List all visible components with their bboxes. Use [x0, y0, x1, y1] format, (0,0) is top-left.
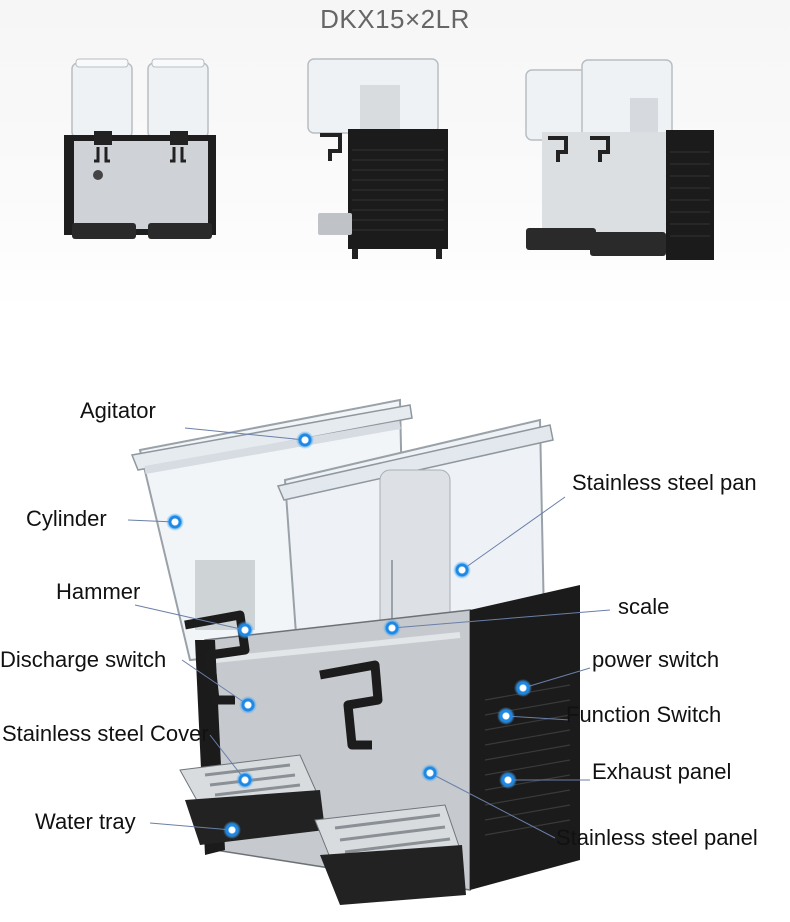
discharge-switch-marker: [239, 696, 257, 714]
callout-power-switch: power switch: [592, 647, 720, 672]
stainless-steel-panel-marker: [421, 764, 439, 782]
callout-function-switch: Function Switch: [566, 702, 722, 727]
callout-stainless-steel-panel: Stainless steel panel: [556, 825, 758, 850]
power-switch-marker: [514, 679, 532, 697]
angle-view-illustration: [525, 59, 714, 260]
front-view-illustration: [64, 58, 216, 239]
agitator-marker: [296, 431, 314, 449]
callout-stainless-steel-pan: Stainless steel pan: [572, 470, 757, 495]
scale-marker: [383, 619, 401, 637]
side-view-illustration: [307, 58, 448, 259]
hammer-marker: [236, 621, 254, 639]
cylinder-marker: [166, 513, 184, 531]
callout-water-tray: Water tray: [35, 809, 136, 834]
exhaust-panel-marker: [499, 771, 517, 789]
callout-cylinder: Cylinder: [26, 506, 107, 531]
callout-exhaust-panel: Exhaust panel: [592, 759, 732, 784]
callout-agitator: Agitator: [80, 398, 156, 423]
water-tray-marker: [223, 821, 241, 839]
callout-stainless-steel-cover: Stainless steel Cover: [2, 721, 209, 746]
model-title: DKX15×2LR: [320, 4, 470, 34]
callout-hammer: Hammer: [56, 579, 141, 604]
stainless-steel-pan-marker: [453, 561, 471, 579]
stainless-steel-cover-marker: [236, 771, 254, 789]
callout-discharge-switch: Discharge switch: [0, 647, 167, 672]
callout-scale: scale: [618, 594, 670, 619]
function-switch-marker: [497, 707, 515, 725]
